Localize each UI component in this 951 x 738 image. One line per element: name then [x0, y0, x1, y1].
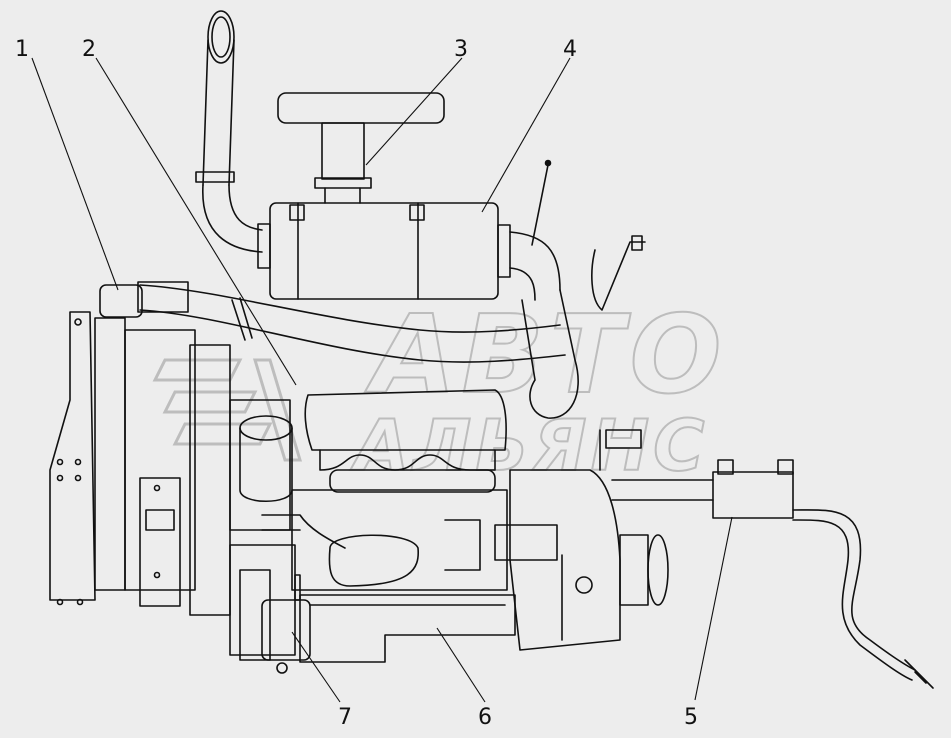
callout-5: 5 [684, 705, 698, 730]
gearbox [509, 469, 669, 651]
front-pulleys [189, 344, 311, 674]
muffler [269, 202, 561, 301]
leader-line-3 [365, 57, 463, 166]
watermark: АВТО АЛЬЯНС [152, 292, 727, 488]
callout-3: 3 [454, 37, 468, 62]
oil-cooler [599, 429, 794, 519]
valve-cover [304, 389, 507, 493]
oil-pan [299, 594, 516, 663]
watermark-text-line2: АЛЬЯНС [350, 405, 709, 487]
engine-block [261, 489, 558, 591]
intake-elbow [521, 235, 646, 419]
exhaust-stack [195, 10, 271, 269]
callout-2: 2 [82, 37, 96, 62]
cooler-hose [792, 509, 934, 689]
callout-1: 1 [15, 37, 29, 62]
radiator [49, 284, 196, 607]
leader-line-1 [31, 57, 119, 291]
callout-6: 6 [478, 705, 492, 730]
charge-pipe [137, 281, 566, 363]
watermark-text-line1: АВТО [364, 293, 727, 418]
leader-line-5 [694, 516, 733, 701]
leader-line-4 [481, 57, 571, 213]
watermark-logo [152, 358, 303, 462]
callout-7: 7 [338, 705, 352, 730]
dipstick [531, 159, 552, 246]
leader-line-7 [291, 631, 341, 703]
leader-line-2 [95, 57, 297, 386]
leader-line-6 [436, 627, 486, 703]
callout-4: 4 [563, 37, 577, 62]
air-cleaner [277, 92, 445, 204]
belt-guard [239, 569, 301, 661]
